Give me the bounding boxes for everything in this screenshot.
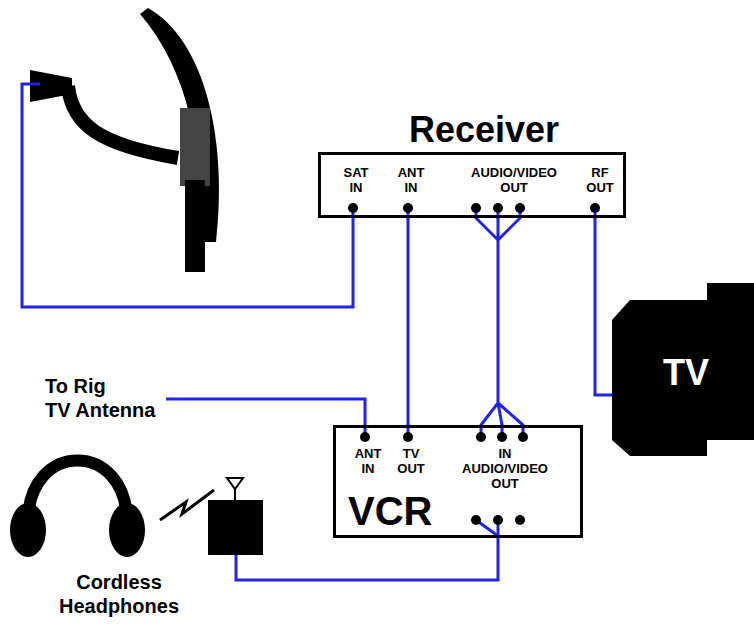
port-label: ANT IN	[355, 447, 382, 477]
wireless-signal	[160, 490, 214, 520]
jack-dot	[471, 515, 481, 525]
jack-dot	[590, 203, 600, 213]
antenna-note: To Rig TV Antenna	[45, 374, 155, 422]
port-label: RF OUT	[586, 166, 613, 196]
jack-stubs	[408, 208, 595, 437]
ear-cup	[10, 503, 46, 557]
headphone-transmitter	[208, 500, 263, 555]
port-label: TV OUT	[397, 447, 424, 477]
dish-pole	[185, 180, 205, 272]
port-label: ANT IN	[398, 166, 425, 196]
transmitter-antenna	[234, 489, 236, 500]
device-name: VCR	[348, 488, 432, 534]
device-name: TV	[663, 352, 709, 393]
tv-body	[612, 283, 754, 456]
jack-dot	[515, 515, 525, 525]
receiver-box: ReceiverSAT INANT INAUDIO/VIDEO OUTRF OU…	[318, 152, 626, 218]
jack-dot	[471, 203, 481, 213]
vcr-box: ANT IN TV OUT INAUDIO/VIDEOOUT VCR	[333, 425, 583, 538]
feed-arm	[68, 86, 178, 158]
feed-horn	[30, 70, 72, 102]
jack-dot	[348, 203, 358, 213]
transmitter-antenna	[227, 478, 243, 489]
jack-dot	[476, 432, 486, 442]
ear-cup	[109, 503, 145, 557]
jack-dot	[515, 203, 525, 213]
headphone-band	[28, 461, 127, 523]
dish-mount	[180, 108, 210, 186]
cable	[595, 218, 612, 395]
box-heading: Receiver	[409, 109, 559, 150]
port-label: AUDIO/VIDEO OUT	[471, 166, 557, 196]
dish-reflector	[140, 8, 219, 242]
jack-dot	[497, 432, 507, 442]
jack-dot	[403, 203, 413, 213]
port-label: SAT IN	[343, 166, 368, 196]
jack-dot	[360, 432, 370, 442]
jack-dot	[493, 203, 503, 213]
port-label: OUT	[491, 477, 518, 492]
cable	[407, 218, 410, 425]
jack-dot	[518, 432, 528, 442]
jack-dot	[493, 515, 503, 525]
dish-cable	[22, 84, 353, 307]
jack-dot	[403, 432, 413, 442]
port-label: AUDIO/VIDEO	[462, 462, 548, 477]
port-label: IN	[499, 447, 512, 462]
cable	[476, 218, 523, 425]
device-caption: Cordless Headphones	[59, 570, 179, 618]
tv-set: TV	[612, 280, 754, 456]
jacks	[348, 203, 600, 525]
